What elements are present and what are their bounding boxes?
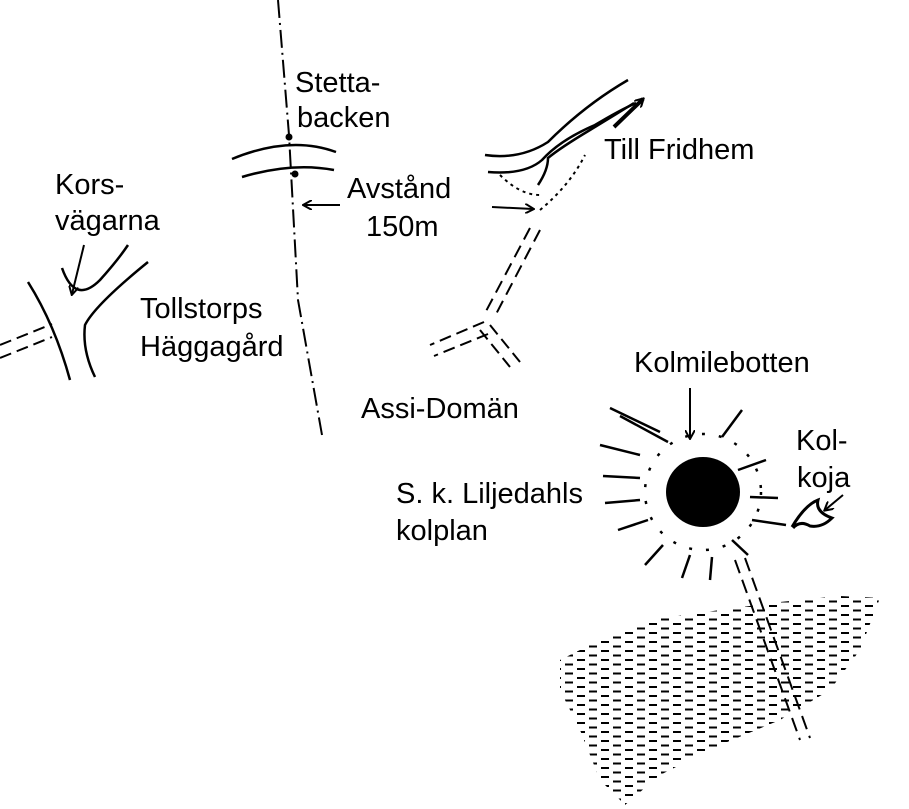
korsvagarna-arrow — [72, 244, 85, 294]
forest-track-b — [493, 229, 541, 319]
label-kolmilebotten: Kolmilebotten — [634, 347, 810, 379]
stettabacken-road-bottom — [241, 166, 335, 179]
label-assi-doman: Assi-Domän — [361, 393, 519, 425]
property-boundary-line — [277, 0, 323, 436]
label-avstand-2: 150m — [366, 211, 439, 243]
fork-west-b — [433, 333, 489, 357]
label-tollstorps-1: Tollstorps — [140, 293, 263, 325]
fridhem-arrow — [612, 99, 643, 129]
track-west-1 — [0, 323, 53, 346]
stettabacken-point-top — [285, 133, 293, 141]
label-avstand-1: Avstånd — [347, 173, 452, 205]
label-tollstorps-2: Häggagård — [140, 331, 284, 363]
kolkoja-arrow — [825, 494, 844, 510]
fork-west-a — [429, 321, 485, 346]
label-stettabacken-2: backen — [297, 102, 391, 134]
label-liljedahls-1: S. k. Liljedahls — [396, 478, 583, 510]
stettabacken-point-bottom — [291, 170, 299, 178]
crossroad-right-edge — [83, 261, 149, 378]
forest-track-a — [483, 227, 531, 316]
kolplan-dotted-ring — [643, 432, 763, 552]
crossroad-left-edge — [26, 281, 72, 381]
label-liljedahls-2: kolplan — [396, 515, 488, 547]
label-till-fridhem: Till Fridhem — [604, 134, 755, 166]
stettabacken-road-top — [231, 143, 337, 161]
label-korsvagarna-1: Kors- — [55, 169, 125, 201]
fork-east-b — [479, 329, 511, 368]
kolplan-ray-lines — [599, 406, 787, 581]
label-stettabacken-1: Stetta- — [295, 67, 381, 99]
fridhem-road-top — [484, 78, 629, 158]
fork-east-a — [489, 324, 521, 363]
kolmilebotten-mark — [666, 457, 740, 527]
label-kolkoja-1: Kol- — [796, 425, 848, 457]
label-korsvagarna-2: vägarna — [55, 205, 160, 237]
marsh-area — [560, 596, 880, 805]
distance-arrow-right — [491, 207, 533, 209]
track-west-2 — [0, 336, 53, 359]
label-kolkoja-2: koja — [797, 462, 851, 494]
kolkoja-hut-symbol — [790, 497, 835, 530]
fridhem-road-inner — [536, 101, 635, 186]
crossroad-middle-edge — [60, 244, 130, 292]
fridhem-dotted-track-2 — [539, 154, 586, 211]
fridhem-dotted-track-1 — [499, 174, 541, 196]
